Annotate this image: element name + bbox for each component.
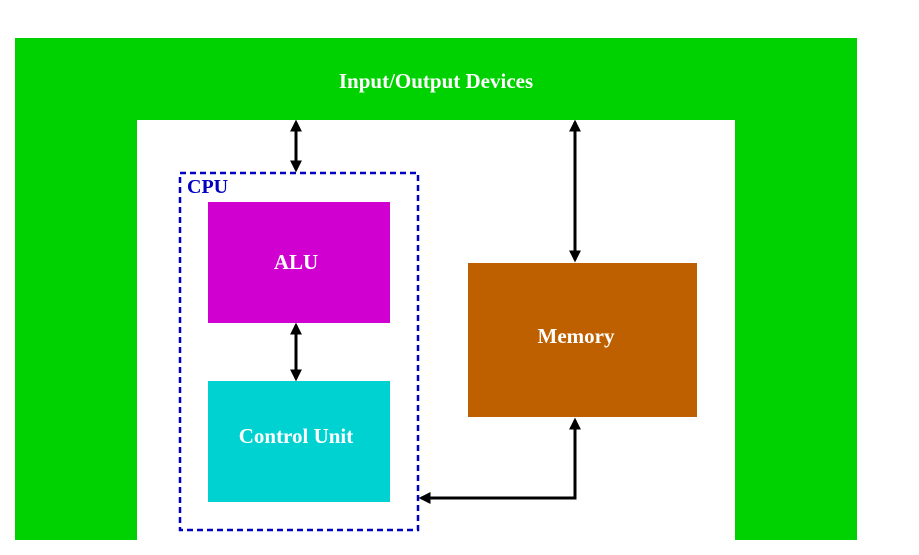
io-devices-frame: [15, 38, 857, 540]
cpu-label: CPU: [187, 176, 228, 198]
memory-label: Memory: [538, 324, 615, 348]
control-unit-block: [208, 381, 390, 502]
io-devices-label: Input/Output Devices: [339, 69, 533, 93]
control-unit-label: Control Unit: [239, 424, 354, 448]
cpu-boundary: [178, 171, 420, 532]
alu-block: [208, 202, 390, 323]
memory-cpu-arrow: [418, 417, 581, 504]
alu-label: ALU: [274, 250, 318, 274]
memory-block: [468, 263, 697, 417]
